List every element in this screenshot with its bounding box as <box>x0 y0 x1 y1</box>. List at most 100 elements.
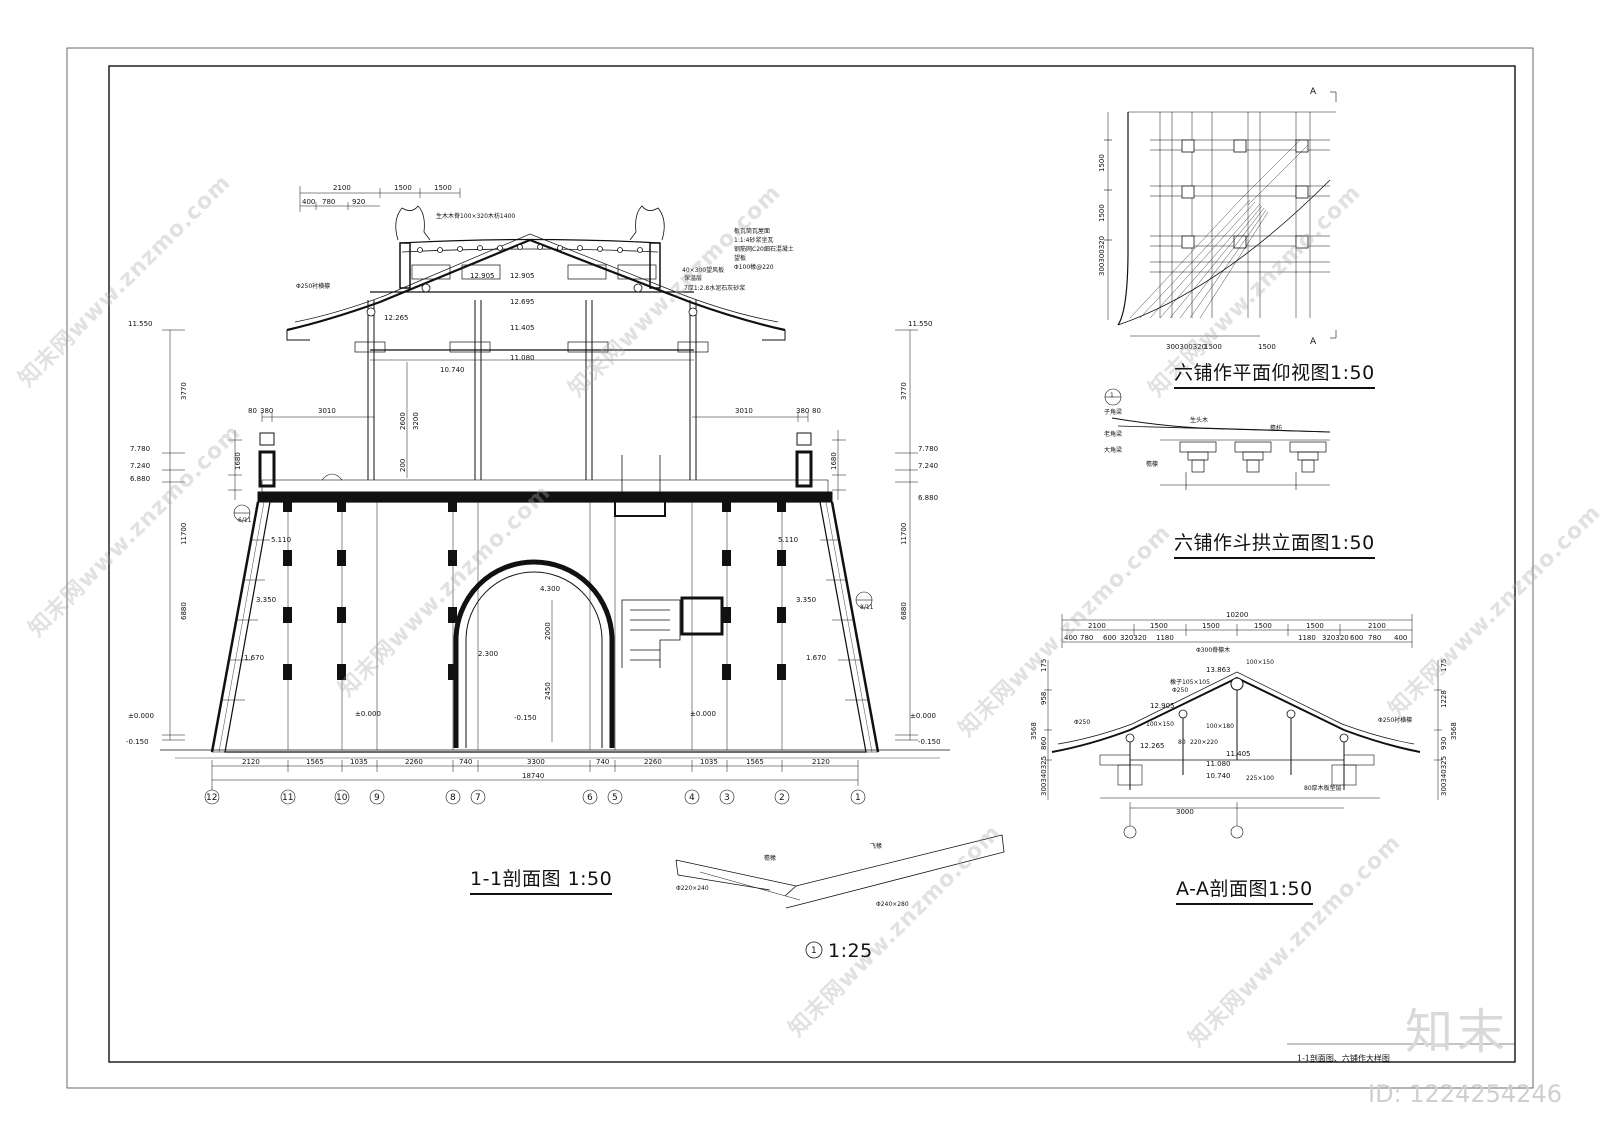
bot-dim-3: 2260 <box>405 758 423 766</box>
elev-0-b: ±0.000 <box>690 710 716 718</box>
right-elev-1: 7.780 <box>918 445 938 453</box>
title-bracket-elevation: 六铺作斗拱立面图1:50 <box>1174 528 1375 559</box>
aa-label-2: 橡子105×105 <box>1170 678 1210 686</box>
door-dim-2000: 2000 <box>544 622 552 640</box>
aa-left-1: 958 <box>1040 692 1048 705</box>
detail-label-0: 檐椽 <box>764 854 776 862</box>
elev-12905-b: 12.905 <box>510 272 535 280</box>
elev-1670-r: 1.670 <box>806 654 826 662</box>
elev-10740: 10.740 <box>440 366 465 374</box>
bot-dim-9: 1565 <box>746 758 764 766</box>
aa-elev-5: 10.740 <box>1206 772 1231 780</box>
right-elev-3: 6.880 <box>918 494 938 502</box>
aa-label-0: Φ300脊檩木 <box>1196 646 1230 654</box>
aa-sub-r-2: 600 <box>1350 634 1363 642</box>
section-mark-a-bottom: A <box>1310 337 1317 347</box>
aa-label-11: 3000 <box>1176 808 1194 816</box>
aa-label-4: 100×180 <box>1206 723 1234 730</box>
dim-80-r: 80 <box>812 407 821 415</box>
left-elev-4: ±0.000 <box>128 712 154 720</box>
bracket-label-5: 生头木 <box>1190 416 1208 424</box>
dim-2100: 2100 <box>333 184 351 192</box>
axis-9: 9 <box>374 793 380 803</box>
elev-12265: 12.265 <box>384 314 409 322</box>
bracket-label-2: 大角梁 <box>1104 446 1122 454</box>
section-ref-6-11: 6/11 <box>238 517 252 524</box>
dim-3010-r: 3010 <box>735 407 753 415</box>
aa-sub-r-1: 320320 <box>1322 634 1349 642</box>
aa-right-1: 1228 <box>1440 690 1448 708</box>
plan-bottom-dim-0: 300300320 <box>1166 343 1206 351</box>
bracket-label-4: 檐枋 <box>1270 424 1282 432</box>
aa-right-2: 930 <box>1440 737 1448 750</box>
aa-label-8: 225×100 <box>1246 775 1274 782</box>
brand-logo: 知末 <box>1405 1004 1510 1060</box>
elev-12695: 12.695 <box>510 298 535 306</box>
side-dim-11700-r: 11700 <box>900 523 908 545</box>
left-elev-5: -0.150 <box>126 738 149 746</box>
detail-label-3: Φ240×280 <box>876 901 909 908</box>
aa-top-4: 1500 <box>1306 622 1324 630</box>
bot-dim-4: 740 <box>459 758 472 766</box>
elev-11405: 11.405 <box>510 324 535 332</box>
aa-sub-l-4: 1180 <box>1156 634 1174 642</box>
title-section-a-a: A-A剖面图1:50 <box>1176 874 1313 905</box>
dim-1500-a: 1500 <box>394 184 412 192</box>
dim-780: 780 <box>322 198 335 206</box>
side-dim-3770-r: 3770 <box>900 382 908 400</box>
aa-left-2: 860 <box>1040 737 1048 750</box>
aa-sub-l-3: 320320 <box>1120 634 1147 642</box>
bot-total: 18740 <box>522 772 544 780</box>
aa-label-1: 100×150 <box>1246 659 1274 666</box>
dim-80-l: 80 <box>248 407 257 415</box>
bracket-plan-drawing <box>1104 91 1337 339</box>
elev-m0150: -0.150 <box>514 714 537 722</box>
aa-left-3: 3568 <box>1030 722 1038 740</box>
right-elev-0: 11.550 <box>908 320 933 328</box>
aa-elev-2: 12.265 <box>1140 742 1165 750</box>
note-ridge: 生木木脊100×320木枋1400 <box>436 212 515 220</box>
bot-dim-7: 2260 <box>644 758 662 766</box>
axis-4: 4 <box>689 793 695 803</box>
aa-right-4: 300340325 <box>1440 756 1448 796</box>
aa-top-3: 1500 <box>1254 622 1272 630</box>
aa-sub-l-1: 780 <box>1080 634 1093 642</box>
title-bracket-plan: 六铺作平面仰视图1:50 <box>1174 358 1375 389</box>
elev-3350-l: 3.350 <box>256 596 276 604</box>
aa-label-5: 220×220 <box>1190 739 1218 746</box>
bracket-label-0: 子角梁 <box>1104 408 1122 416</box>
elev-11080: 11.080 <box>510 354 535 362</box>
image-id-label: ID: 1224254246 <box>1368 1080 1562 1108</box>
dim-380-r: 380 <box>796 407 809 415</box>
elev-4300: 4.300 <box>540 585 560 593</box>
col-dim-200: 200 <box>399 459 407 472</box>
section-ref-8-11: 8/11 <box>860 604 874 611</box>
roof-layer-6: 7厚1:2.8水泥石灰砂浆 <box>684 284 745 292</box>
detail-1-drawing <box>675 834 1005 959</box>
dim-380-l: 380 <box>260 407 273 415</box>
left-elev-1: 7.780 <box>130 445 150 453</box>
axis-2: 2 <box>779 793 785 803</box>
axis-6: 6 <box>587 793 593 803</box>
left-elev-0: 11.550 <box>128 320 153 328</box>
left-elev-2: 7.240 <box>130 462 150 470</box>
outer-frame <box>66 47 1534 1089</box>
axis-1: 1 <box>855 793 861 803</box>
aa-label-10: 80 <box>1178 739 1186 746</box>
bot-dim-10: 2120 <box>812 758 830 766</box>
axis-11: 11 <box>282 793 293 803</box>
aa-label-6: 100×150 <box>1146 721 1174 728</box>
left-elev-3: 6.880 <box>130 475 150 483</box>
aa-right-0: 175 <box>1440 659 1448 672</box>
elev-0-a: ±0.000 <box>355 710 381 718</box>
axis-10: 10 <box>336 793 348 803</box>
aa-right-3: 3568 <box>1450 722 1458 740</box>
bracket-elevation-drawing <box>1104 388 1331 490</box>
side-dim-6880-r: 6880 <box>900 602 908 620</box>
roof-layer-3: 望板 <box>734 254 746 262</box>
note-purlin: Φ250衬横檩 <box>296 282 330 290</box>
dim-400: 400 <box>302 198 315 206</box>
axis-3: 3 <box>724 793 730 803</box>
aa-total: 10200 <box>1226 611 1248 619</box>
